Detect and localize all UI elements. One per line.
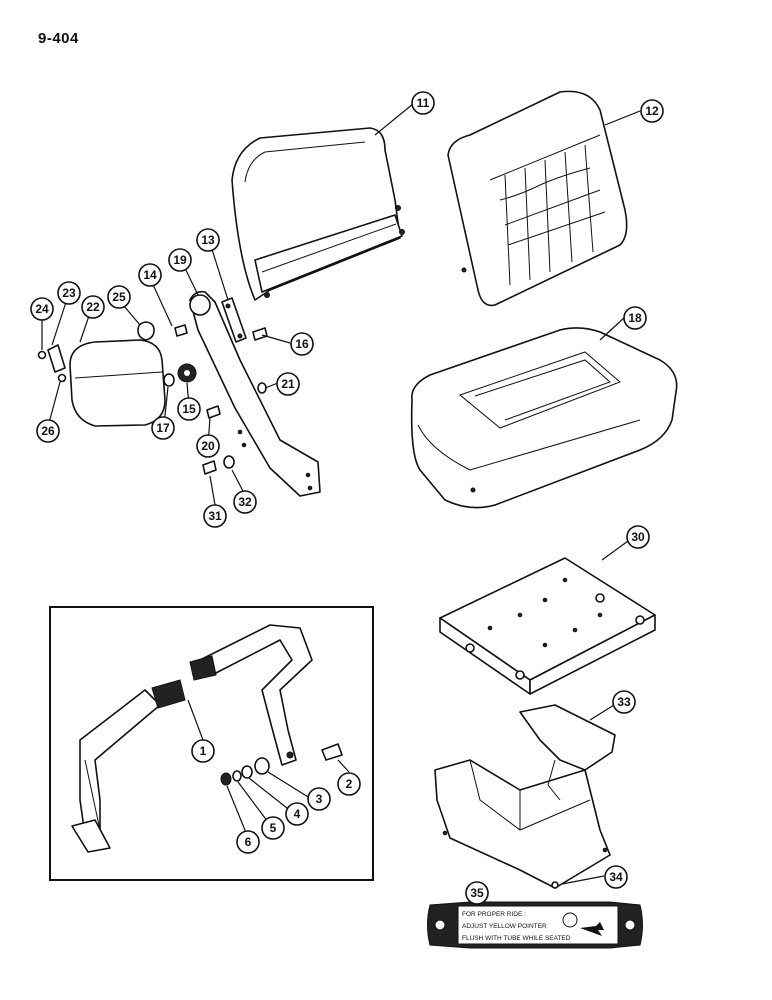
callout-31: 31 — [203, 504, 227, 528]
svg-text:31: 31 — [208, 509, 222, 523]
callout-32: 32 — [233, 490, 257, 514]
svg-text:30: 30 — [631, 530, 645, 544]
svg-text:2: 2 — [346, 777, 353, 791]
svg-text:16: 16 — [295, 337, 309, 351]
callout-24: 24 — [30, 297, 54, 321]
svg-text:32: 32 — [238, 495, 252, 509]
svg-text:35: 35 — [470, 886, 484, 900]
callout-34: 34 — [604, 865, 628, 889]
leader-lines — [41, 103, 641, 885]
callout-12: 12 — [640, 99, 664, 123]
page-number: 9-404 — [38, 30, 79, 47]
screw-16-part — [252, 327, 268, 341]
svg-text:26: 26 — [41, 424, 55, 438]
svg-text:33: 33 — [617, 695, 631, 709]
seat-belt-part — [71, 624, 313, 853]
backrest-front-part — [447, 90, 628, 307]
callout-15: 15 — [177, 397, 201, 421]
nut-6-part — [220, 772, 232, 786]
svg-text:14: 14 — [143, 268, 157, 282]
washer-17-part — [163, 373, 175, 387]
bolt-2-part — [321, 743, 343, 761]
svg-text:15: 15 — [182, 402, 196, 416]
callout-35: 35 — [465, 881, 489, 905]
bracket-13-part — [221, 297, 247, 343]
callout-26: 26 — [36, 419, 60, 443]
svg-text:4: 4 — [294, 807, 301, 821]
callout-17: 17 — [151, 416, 175, 440]
svg-text:11: 11 — [417, 96, 430, 110]
callout-23: 23 — [57, 281, 81, 305]
callout-16: 16 — [290, 332, 314, 356]
callout-1: 1 — [191, 739, 215, 763]
svg-text:24: 24 — [35, 302, 49, 316]
svg-text:17: 17 — [156, 421, 170, 435]
seat-cushion-part — [410, 327, 678, 509]
cap-25-part — [137, 321, 155, 341]
svg-text:21: 21 — [281, 377, 295, 391]
svg-text:12: 12 — [645, 104, 659, 118]
bolt-31-part — [202, 460, 217, 475]
callout-2: 2 — [337, 772, 361, 796]
suspension-boot-part — [434, 704, 616, 889]
decal-line-1: FOR PROPER RIDE : — [462, 911, 526, 918]
callout-11: 11 — [411, 91, 435, 115]
callout-19: 19 — [168, 248, 192, 272]
svg-text:18: 18 — [628, 311, 642, 325]
svg-text:19: 19 — [173, 253, 187, 267]
svg-text:1: 1 — [200, 744, 207, 758]
callout-21: 21 — [276, 372, 300, 396]
callout-33: 33 — [612, 690, 636, 714]
svg-text:34: 34 — [609, 870, 623, 884]
armrest-pad-part — [69, 339, 166, 427]
callout-14: 14 — [138, 263, 162, 287]
svg-text:23: 23 — [62, 286, 76, 300]
washer-4-part — [241, 765, 253, 779]
bolt-20-part — [206, 405, 221, 419]
callout-25: 25 — [107, 285, 131, 309]
seat-belt-inset-frame — [49, 606, 374, 881]
callout-20: 20 — [196, 434, 220, 458]
screw-34-part — [551, 881, 559, 889]
suspension-base-part — [439, 557, 656, 695]
svg-text:6: 6 — [245, 835, 252, 849]
backrest-rear-part — [231, 127, 405, 301]
callout-4: 4 — [285, 802, 309, 826]
svg-text:22: 22 — [86, 300, 100, 314]
washer-32-part — [223, 455, 235, 469]
svg-text:25: 25 — [112, 290, 126, 304]
bolt-14-part — [174, 324, 188, 337]
svg-text:13: 13 — [201, 233, 215, 247]
plate-23-part — [47, 344, 66, 373]
screw-24-part — [37, 350, 47, 360]
callout-13: 13 — [196, 228, 220, 252]
ride-decal-part: FOR PROPER RIDE : ADJUST YELLOW POINTER … — [427, 901, 643, 949]
armrest-bracket-part — [189, 290, 321, 497]
callout-5: 5 — [261, 816, 285, 840]
callout-3: 3 — [307, 787, 331, 811]
knob-15-part — [177, 363, 197, 383]
callout-18: 18 — [623, 306, 647, 330]
washer-5-part — [232, 770, 242, 782]
svg-text:20: 20 — [201, 439, 215, 453]
screw-26-part — [57, 373, 67, 383]
callout-30: 30 — [626, 525, 650, 549]
decal-line-2: ADJUST YELLOW POINTER — [462, 923, 547, 930]
decal-line-3: FLUSH WITH TUBE WHILE SEATED — [462, 935, 571, 942]
svg-text:5: 5 — [270, 821, 277, 835]
nut-21-part — [257, 382, 267, 394]
svg-text:3: 3 — [316, 792, 323, 806]
callout-6: 6 — [236, 830, 260, 854]
spacer-3-part — [254, 757, 270, 775]
callout-22: 22 — [81, 295, 105, 319]
